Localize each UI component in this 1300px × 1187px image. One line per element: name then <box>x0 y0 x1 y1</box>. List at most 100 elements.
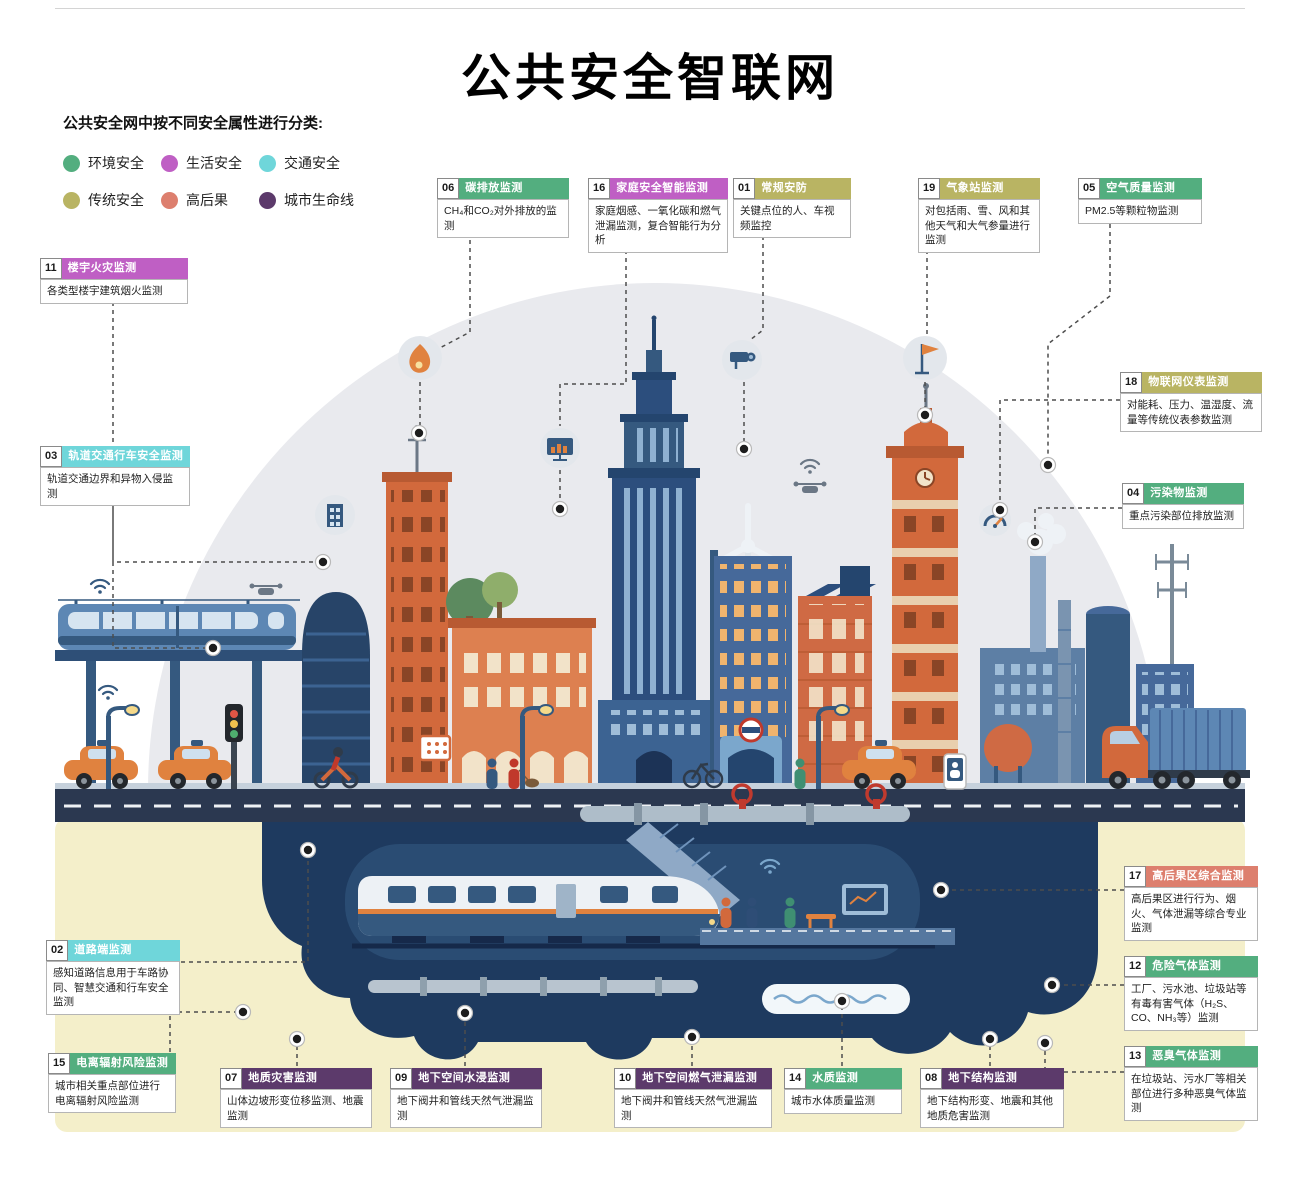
callout-06-carbon-emission-monitoring: 06 碳排放监测 CH₄和CO₂对外排放的监测 <box>437 178 569 239</box>
pedestrian <box>794 758 806 789</box>
street-lamp <box>97 684 140 789</box>
callout-header: 02 道路端监测 <box>46 940 180 961</box>
leader-04 <box>1034 507 1122 535</box>
callout-header: 08 地下结构监测 <box>920 1068 1064 1089</box>
callout-header: 10 地下空间燃气泄漏监测 <box>614 1068 772 1089</box>
pedestrian <box>508 758 520 789</box>
callout-body: 城市相关重点部位进行电离辐射风险监测 <box>48 1073 176 1114</box>
sensor-dot <box>981 1030 999 1048</box>
callout-01-general-security: 01 常规安防 关键点位的人、车视频监控 <box>733 178 851 239</box>
callout-number: 10 <box>614 1068 637 1089</box>
leader-05 <box>1047 224 1111 458</box>
drone <box>249 583 283 595</box>
icon-badges <box>315 336 1011 536</box>
callout-header: 12 危险气体监测 <box>1124 956 1258 977</box>
callout-09-underground-flooding-monitoring: 09 地下空间水浸监测 地下阀井和管线天然气泄漏监测 <box>390 1068 542 1129</box>
callout-header: 19 气象站监测 <box>918 178 1040 199</box>
street-lamp <box>816 704 850 789</box>
legend-label: 城市生命线 <box>284 192 354 208</box>
callout-title: 常规安防 <box>755 178 851 199</box>
wall-sensor-panel <box>418 734 452 762</box>
callout-number: 16 <box>588 178 611 199</box>
page-title: 公共安全智联网 <box>461 50 839 106</box>
sensor-dot <box>410 424 428 442</box>
legend-label: 生活安全 <box>186 155 242 171</box>
sensor-dot <box>735 440 753 458</box>
legend-heading: 公共安全网中按不同安全属性进行分类: <box>63 115 323 132</box>
legend-label: 高后果 <box>186 192 228 208</box>
category-color-dot <box>63 154 80 172</box>
callout-body: 关键点位的人、车视频监控 <box>733 198 851 239</box>
callout-11-building-fire-monitoring: 11 楼宇火灾监测 各类型楼宇建筑烟火监测 <box>40 258 188 304</box>
sensor-dot <box>1043 976 1061 994</box>
monorail <box>55 578 305 788</box>
legend-item-high-consequence: 高后果 <box>161 190 259 210</box>
category-color-dot <box>63 191 80 209</box>
callout-header: 03 轨道交通行车安全监测 <box>40 446 190 467</box>
callout-body: 家庭烟感、一氧化碳和燃气泄漏监测，复合智能行为分析 <box>588 198 728 254</box>
underground <box>55 818 1245 1132</box>
category-color-dot <box>259 154 276 172</box>
callout-title: 电离辐射风险监测 <box>70 1053 176 1074</box>
sensor-dot <box>1039 456 1057 474</box>
callout-body: 城市水体质量监测 <box>784 1088 902 1114</box>
callout-title: 气象站监测 <box>940 178 1040 199</box>
callout-number: 12 <box>1124 956 1147 977</box>
sensor-dot <box>991 501 1009 519</box>
callout-number: 13 <box>1124 1046 1147 1067</box>
callout-body: 各类型楼宇建筑烟火监测 <box>40 278 188 304</box>
legend-item-environment: 环境安全 <box>63 153 161 173</box>
callout-number: 02 <box>46 940 69 961</box>
sensor-dot <box>288 1030 306 1048</box>
callout-title: 地下结构监测 <box>942 1068 1064 1089</box>
legend-item-traditional: 传统安全 <box>63 190 161 210</box>
valve-wheel <box>865 783 887 805</box>
drone <box>793 458 827 493</box>
brick-building-solar <box>798 566 876 788</box>
arcade-building <box>448 618 596 788</box>
monorail-train <box>58 604 296 650</box>
callout-number: 04 <box>1122 483 1145 504</box>
wifi-icon <box>97 684 119 701</box>
callout-number: 17 <box>1124 866 1147 887</box>
orange-tower <box>382 425 452 788</box>
callout-title: 地下空间水浸监测 <box>412 1068 542 1089</box>
street-level <box>64 458 1250 790</box>
scooter-rider <box>313 747 359 789</box>
callout-13-odor-gas-monitoring: 13 恶臭气体监测 在垃圾站、污水厂等相关部位进行多种恶臭气体监测 <box>1124 1046 1258 1122</box>
callout-title: 危险气体监测 <box>1146 956 1258 977</box>
callout-number: 14 <box>784 1068 807 1089</box>
callout-title: 空气质量监测 <box>1100 178 1202 199</box>
subway-entrance <box>720 717 782 788</box>
callout-body: 轨道交通边界和异物入侵监测 <box>40 466 190 507</box>
striped-clock-tower <box>886 383 964 788</box>
callout-number: 18 <box>1120 372 1143 393</box>
callout-header: 11 楼宇火灾监测 <box>40 258 188 279</box>
gas-pipe <box>580 783 910 825</box>
callout-number: 07 <box>220 1068 243 1089</box>
callout-number: 19 <box>918 178 941 199</box>
smart-kiosk <box>943 753 967 790</box>
callout-title: 家庭安全智能监测 <box>610 178 728 199</box>
dog <box>525 778 539 788</box>
callout-title: 地质灾害监测 <box>242 1068 372 1089</box>
sensor-dot <box>1036 1034 1054 1052</box>
top-divider <box>55 8 1245 9</box>
callout-header: 01 常规安防 <box>733 178 851 199</box>
central-skyscraper <box>598 315 710 788</box>
callout-title: 地下空间燃气泄漏监测 <box>636 1068 772 1089</box>
callout-title: 轨道交通行车安全监测 <box>62 446 190 467</box>
industrial-plant <box>980 513 1130 788</box>
callout-16-home-safety-monitoring: 16 家庭安全智能监测 家庭烟感、一氧化碳和燃气泄漏监测，复合智能行为分析 <box>588 178 728 254</box>
callout-header: 04 污染物监测 <box>1122 483 1244 504</box>
callout-body: 对能耗、压力、温湿度、流量等传统仪表参数监测 <box>1120 392 1262 433</box>
legend: 公共安全网中按不同安全属性进行分类: 环境安全 生活安全 交通安全 传统安全 高… <box>63 112 399 210</box>
legend-grid: 环境安全 生活安全 交通安全 传统安全 高后果 城市生命线 <box>63 153 399 210</box>
callout-03-rail-transit-safety: 03 轨道交通行车安全监测 轨道交通边界和异物入侵监测 <box>40 446 190 507</box>
callout-19-weather-station-monitoring: 19 气象站监测 对包括雨、雪、风和其他天气和大气参量进行监测 <box>918 178 1040 254</box>
callout-header: 09 地下空间水浸监测 <box>390 1068 542 1089</box>
cctv-camera-icon <box>722 340 762 380</box>
sensor-dot <box>204 639 222 657</box>
callout-number: 03 <box>40 446 63 467</box>
